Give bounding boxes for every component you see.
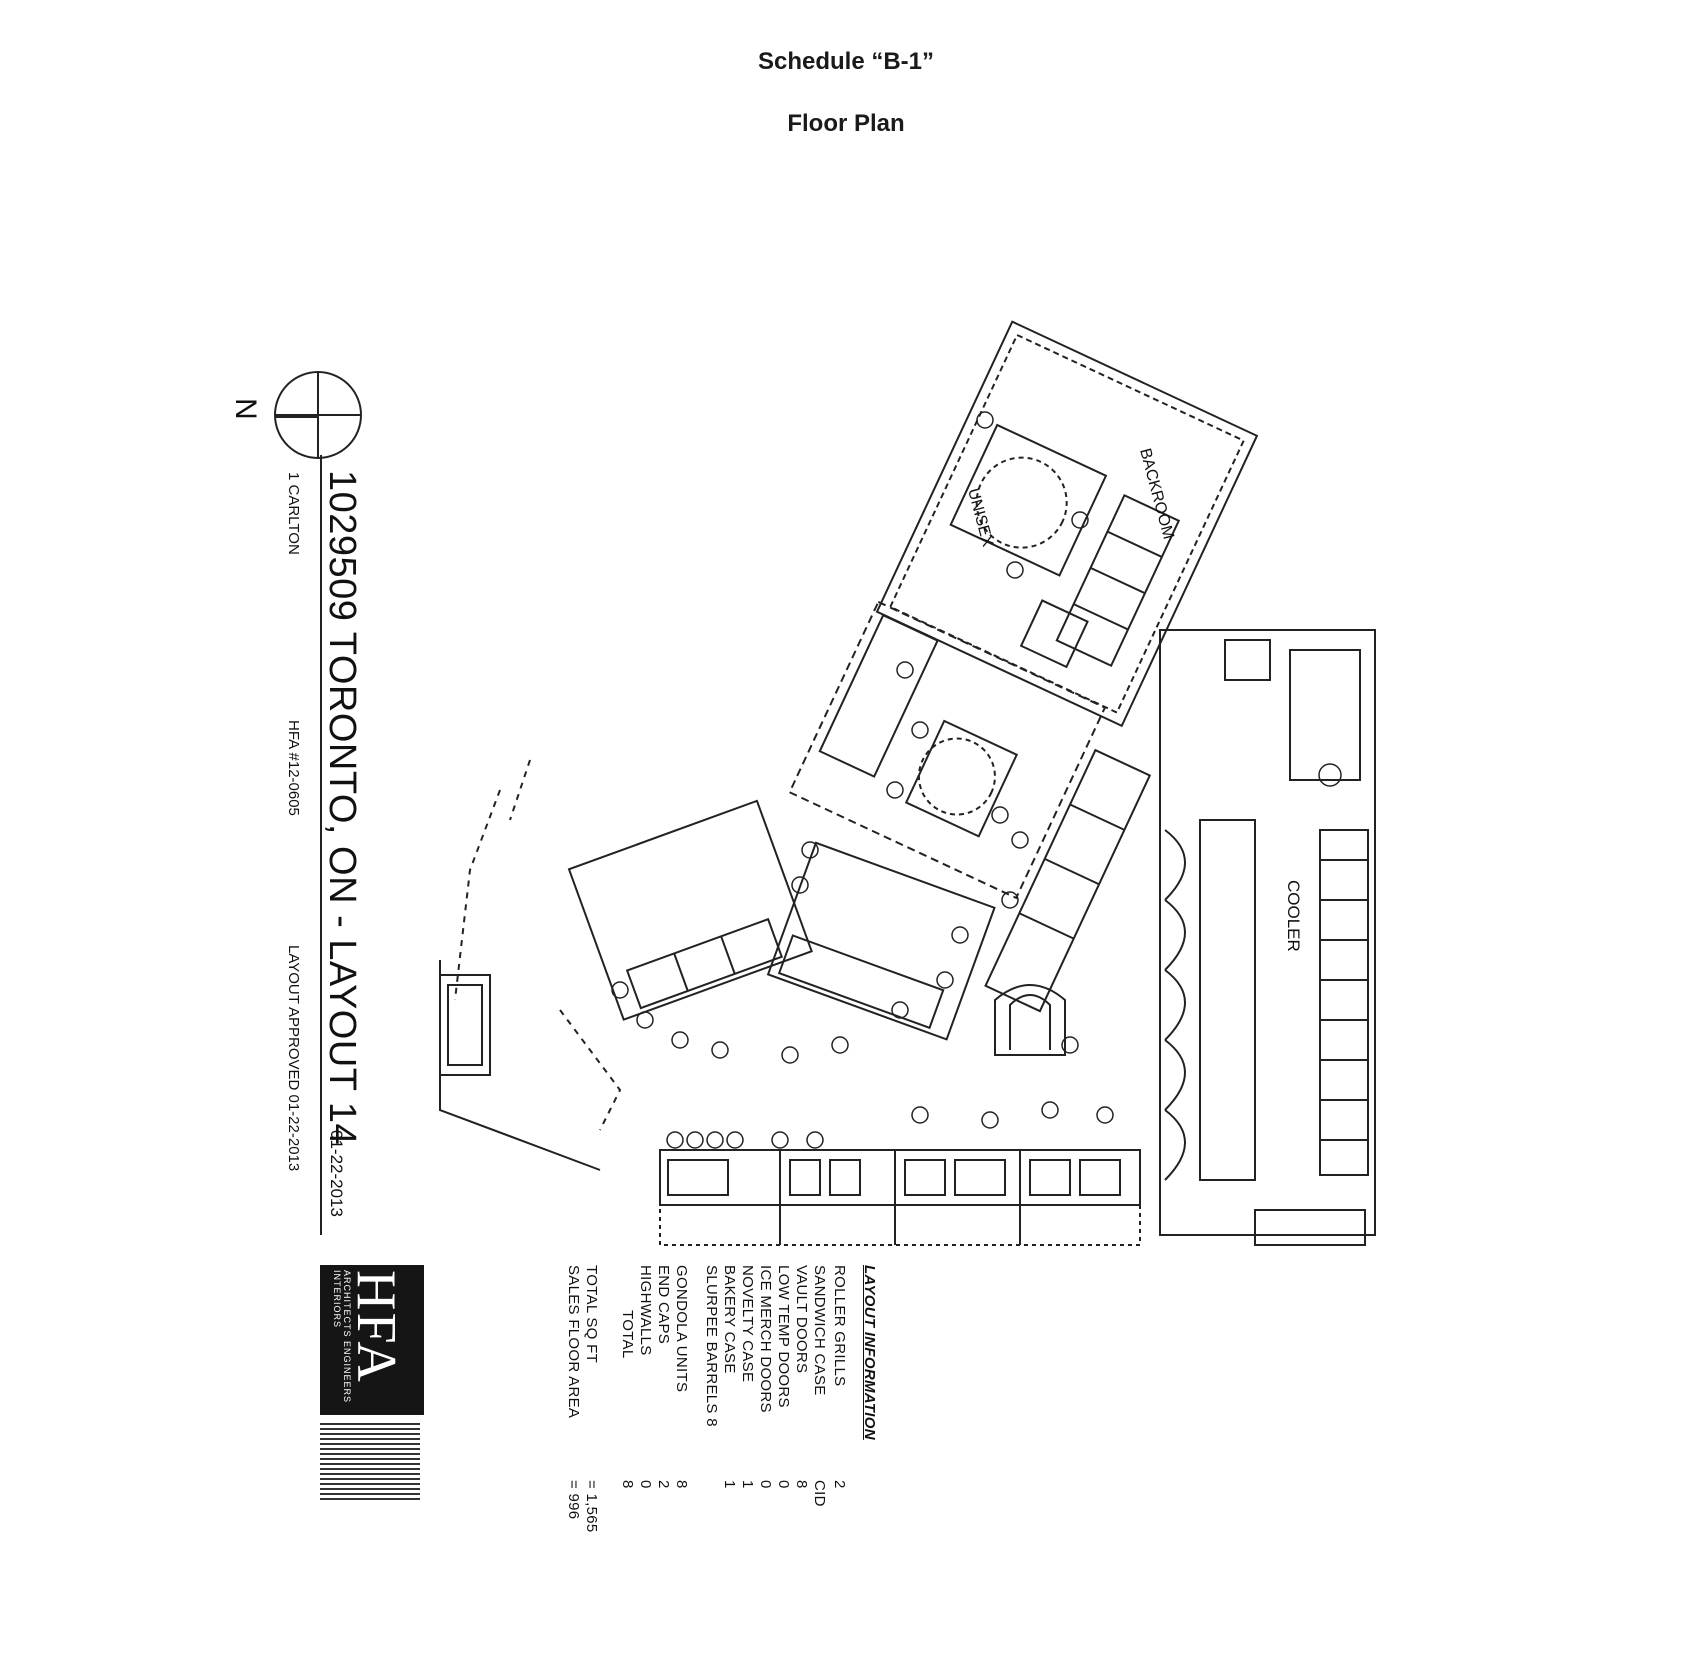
layout-info-value: 2 bbox=[655, 1480, 672, 1489]
cooler-label: COOLER bbox=[1284, 880, 1303, 952]
layout-info-label: BAKERY CASE bbox=[721, 1265, 738, 1374]
layout-information-heading: LAYOUT INFORMATION bbox=[861, 1265, 878, 1440]
hfa-number: HFA #12-0605 bbox=[285, 720, 302, 816]
layout-info-value: 0 bbox=[757, 1480, 774, 1489]
project-title: 1029509 TORONTO, ON - LAYOUT 14 bbox=[321, 470, 363, 1146]
hfa-logo bbox=[320, 1265, 424, 1415]
layout-info-value: 2 bbox=[831, 1480, 848, 1489]
address-label: 1 CARLTON bbox=[285, 472, 302, 555]
layout-info-value: 8 bbox=[619, 1480, 636, 1489]
layout-info-label: TOTAL SQ FT bbox=[583, 1265, 600, 1364]
layout-info-value: = 996 bbox=[565, 1480, 582, 1520]
backroom-area bbox=[875, 320, 1259, 728]
layout-info-label: SLURPEE BARRELS 8 bbox=[703, 1265, 720, 1427]
schedule-title: Schedule “B-1” bbox=[757, 48, 935, 75]
layout-info-label: VAULT DOORS bbox=[793, 1265, 810, 1374]
layout-info-label: SALES FLOOR AREA bbox=[565, 1265, 582, 1419]
hfa-logo-subtext: ARCHITECTS ENGINEERS INTERIORS bbox=[332, 1270, 352, 1404]
layout-info-value: 8 bbox=[793, 1480, 810, 1489]
logo-fine-print bbox=[320, 1420, 420, 1600]
cooler-area bbox=[1159, 629, 1376, 1236]
layout-info-label: ICE MERCH DOORS bbox=[757, 1265, 774, 1413]
title-rule bbox=[320, 455, 322, 1235]
backroom-label: BACKROOM bbox=[1136, 447, 1177, 542]
layout-info-label: END CAPS bbox=[655, 1265, 672, 1345]
layout-info-label: SANDWICH CASE bbox=[811, 1265, 828, 1396]
layout-info-value: 1 bbox=[739, 1480, 756, 1489]
layout-info-value: CID bbox=[811, 1480, 828, 1507]
layout-info-value: 0 bbox=[775, 1480, 792, 1489]
layout-info-value: = 1,565 bbox=[583, 1480, 600, 1533]
north-label: N bbox=[229, 398, 262, 420]
layout-info-label: HIGHWALLS bbox=[637, 1265, 654, 1356]
layout-info-label: GONDOLA UNITS bbox=[673, 1265, 690, 1393]
layout-info-value: 8 bbox=[673, 1480, 690, 1489]
floor-plan-title: Floor Plan bbox=[787, 110, 905, 137]
layout-info-label: LOW TEMP DOORS bbox=[775, 1265, 792, 1408]
layout-info-label: ROLLER GRILLS bbox=[831, 1265, 848, 1387]
layout-info-label: NOVELTY CASE bbox=[739, 1265, 756, 1383]
layout-info-value: 1 bbox=[721, 1480, 738, 1489]
layout-info-value: 0 bbox=[637, 1480, 654, 1489]
hfa-logo-text: HFA bbox=[345, 1270, 407, 1384]
layout-info-label: TOTAL bbox=[619, 1310, 636, 1359]
project-date: 01-22-2013 bbox=[327, 1130, 346, 1217]
approval-label: LAYOUT APPROVED 01-22-2013 bbox=[285, 945, 302, 1172]
unisex-label: UNISEX bbox=[964, 487, 996, 549]
